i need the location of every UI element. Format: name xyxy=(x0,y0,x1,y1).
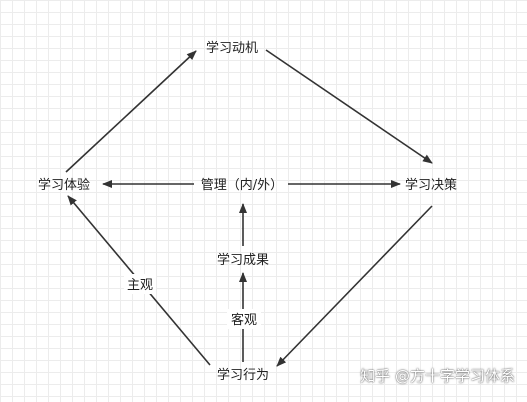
node-outcome: 学习成果 xyxy=(217,252,269,268)
watermark: 知乎 @方十字学习体系 xyxy=(360,367,515,385)
subjective-label-bg xyxy=(124,274,156,294)
edge-label-management: 管理（内/外） xyxy=(201,177,283,193)
edge-label-objective: 客观 xyxy=(231,312,257,328)
arrow-decision-to-behavior xyxy=(276,205,433,367)
node-motivation: 学习动机 xyxy=(206,40,258,56)
arrow-experience-to-motivation xyxy=(65,50,197,173)
edge-label-subjective: 主观 xyxy=(127,278,153,293)
node-experience: 学习体验 xyxy=(38,177,90,193)
node-behavior: 学习行为 xyxy=(217,367,269,383)
objective-label-bg xyxy=(227,309,261,329)
node-decision: 学习决策 xyxy=(405,177,457,193)
arrow-motivation-to-decision xyxy=(265,49,433,164)
